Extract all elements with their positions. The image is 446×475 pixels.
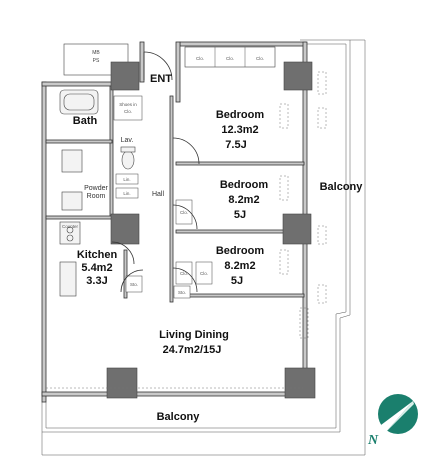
counter-label: Counter bbox=[62, 224, 79, 229]
balcony-south-label: Balcony bbox=[157, 411, 201, 423]
clo-top-3: Clo. bbox=[256, 56, 264, 61]
ps-label: PS bbox=[93, 58, 100, 64]
pillar-mid bbox=[110, 213, 140, 245]
lav-label: Lav. bbox=[121, 137, 134, 144]
entrance-door bbox=[143, 51, 173, 81]
bedroom1-name: Bedroom bbox=[216, 109, 265, 121]
clo-label-b: Clo. bbox=[180, 271, 188, 276]
kitchen-name: Kitchen bbox=[77, 249, 118, 261]
clo-label-a: Clo. bbox=[180, 210, 188, 215]
living-area: 24.7m2/15J bbox=[163, 344, 222, 356]
linen-label-1: Lin. bbox=[123, 177, 130, 182]
pillar-sw bbox=[106, 367, 138, 399]
window-units bbox=[279, 71, 327, 339]
pillar-ent bbox=[110, 61, 140, 91]
bedroom2-name: Bedroom bbox=[220, 179, 269, 191]
powder-room-label-2: Room bbox=[87, 193, 106, 200]
ent-label: ENT bbox=[150, 73, 172, 85]
shoes-closet-label-1: Shoes in bbox=[119, 102, 137, 107]
clo-top-1: Clo. bbox=[196, 56, 204, 61]
linen-label-2: Lin. bbox=[123, 191, 130, 196]
pillar-ne bbox=[283, 61, 313, 91]
compass-n-label: N bbox=[367, 433, 379, 448]
kitchen-tatami: 3.3J bbox=[86, 275, 107, 287]
door-swings bbox=[111, 137, 200, 293]
bedroom3-tatami: 5J bbox=[231, 275, 243, 287]
bedroom-closets: Clo. Clo. Clo. bbox=[175, 199, 213, 285]
top-closets: Clo. Clo. Clo. bbox=[184, 46, 276, 68]
bedroom2-tatami: 5J bbox=[234, 209, 246, 221]
pillar-e bbox=[282, 213, 312, 245]
clo-label-c: Clo. bbox=[200, 271, 208, 276]
bedroom2-area: 8.2m2 bbox=[228, 194, 259, 206]
bath-fixtures bbox=[59, 89, 99, 115]
living-name: Living Dining bbox=[159, 329, 229, 341]
kitchen-area: 5.4m2 bbox=[81, 262, 112, 274]
clo-top-2: Clo. bbox=[226, 56, 234, 61]
north-compass: N bbox=[367, 394, 418, 448]
balcony-outline bbox=[41, 39, 366, 456]
shoes-closet-label-2: Clo. bbox=[124, 109, 132, 114]
room-labels: ENT Bath Powder Room Lav. Hall Kitchen 5… bbox=[73, 73, 364, 423]
balcony-east-label: Balcony bbox=[320, 181, 364, 193]
bath-label: Bath bbox=[73, 115, 98, 127]
bedroom1-tatami: 7.5J bbox=[225, 139, 246, 151]
powder-fixtures bbox=[61, 149, 83, 211]
sto-label-1: Sto. bbox=[130, 282, 138, 287]
kitchen-fixtures: Counter bbox=[59, 221, 81, 297]
bedroom3-area: 8.2m2 bbox=[224, 260, 255, 272]
kitchen-storage: Sto. Sto. bbox=[125, 275, 191, 299]
hall-label: Hall bbox=[152, 191, 165, 198]
bedroom1-area: 12.3m2 bbox=[221, 124, 258, 136]
shoes-closet: Shoes in Clo. bbox=[113, 95, 143, 121]
toilet bbox=[120, 146, 136, 170]
pillars bbox=[106, 61, 316, 399]
linen-closets: Lin. Lin. bbox=[115, 173, 139, 199]
powder-room-label-1: Powder bbox=[84, 185, 108, 192]
sto-label-2: Sto. bbox=[178, 290, 186, 295]
mb-label: MB bbox=[92, 50, 100, 56]
interior-walls bbox=[45, 85, 305, 303]
pillar-se bbox=[284, 367, 316, 399]
bedroom3-name: Bedroom bbox=[216, 245, 265, 257]
